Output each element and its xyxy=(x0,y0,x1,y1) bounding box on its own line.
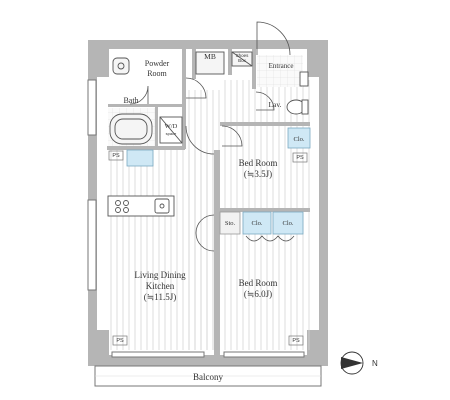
closet-label-bedroom2-a: Clo. xyxy=(251,220,262,227)
closet-bedroom2-a xyxy=(242,211,272,235)
bed-room-1-size: (≒3.5J) xyxy=(244,169,272,179)
mb-label: MB xyxy=(204,52,216,61)
closet-label-bedroom1: Clo. xyxy=(293,136,304,143)
ps-label-3: PS xyxy=(116,338,124,344)
powder-sink xyxy=(112,57,130,75)
ps-boxes xyxy=(108,150,308,346)
windows xyxy=(87,79,305,358)
closet-bedroom1 xyxy=(287,127,311,149)
ps-label-2: PS xyxy=(296,155,304,161)
ldk-label-1: Living Dining xyxy=(134,270,186,280)
room-labels: Powder Room MB Shoes Box Entrance Bath L… xyxy=(112,52,305,382)
kitchen-shelf xyxy=(126,149,154,167)
bed-room-2-label: Bed Room xyxy=(239,278,278,288)
powder-room-label-2: Room xyxy=(147,69,167,78)
ldk-label-2: Kitchen xyxy=(146,281,175,291)
mb-meter-box xyxy=(195,51,225,75)
powder-door xyxy=(185,77,207,99)
ldk-door xyxy=(185,125,215,155)
wd-label: W/D xyxy=(165,123,178,130)
closets xyxy=(126,127,311,235)
bed-room-1-label: Bed Room xyxy=(239,158,278,168)
ldk-size: (≒11.5J) xyxy=(144,292,176,302)
powder-room-label-1: Powder xyxy=(145,59,170,68)
compass-north-label: N xyxy=(372,359,378,368)
shoes-box-label-2: Box xyxy=(238,58,247,63)
interior-walls xyxy=(107,49,310,356)
compass: N xyxy=(340,351,378,375)
entrance-floor xyxy=(257,55,303,87)
wd-space-label: space xyxy=(166,131,177,136)
closet-label-bedroom2-b: Clo. xyxy=(282,220,293,227)
bath-label: Bath xyxy=(123,96,138,105)
entrance-door xyxy=(256,21,291,56)
lav-door xyxy=(255,91,275,111)
bedroom2-door xyxy=(195,214,215,252)
entrance-label: Entrance xyxy=(269,62,294,70)
shoes-box-label-1: Shoes xyxy=(236,53,250,58)
kitchen-sink xyxy=(154,198,170,214)
ps-label-1: PS xyxy=(112,153,120,159)
stove-burner xyxy=(115,200,121,206)
closet-bedroom2-b xyxy=(272,211,304,235)
balcony xyxy=(94,365,322,387)
storage-closet xyxy=(219,211,241,235)
bedroom1-door xyxy=(221,125,243,147)
bath-door xyxy=(129,85,149,105)
fixtures xyxy=(107,51,309,217)
compass-arrow-icon xyxy=(341,357,363,369)
bedroom2-floor xyxy=(222,212,310,350)
bathtub xyxy=(109,113,153,145)
balcony-label: Balcony xyxy=(193,372,223,382)
ps-label-4: PS xyxy=(292,338,300,344)
storage-label: Sto. xyxy=(225,220,236,227)
doors xyxy=(129,21,295,252)
lavatory-sink xyxy=(299,71,309,87)
lav-label: Lav. xyxy=(268,100,281,109)
bed-room-2-size: (≒6.0J) xyxy=(244,289,272,299)
